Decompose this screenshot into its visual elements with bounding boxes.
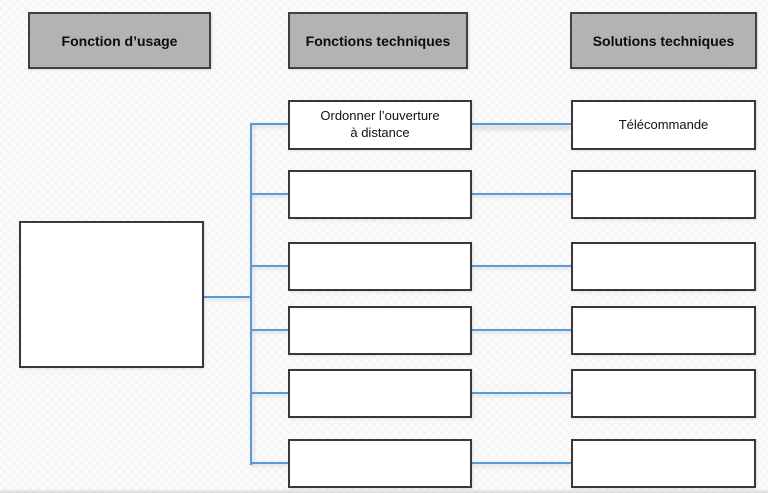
solution-connector-row-1 bbox=[472, 123, 571, 125]
usage-function-box bbox=[19, 221, 204, 368]
technical-function-box-6 bbox=[288, 439, 472, 488]
header-solutions-techniques: Solutions techniques bbox=[570, 12, 757, 69]
solution-connector-row-3 bbox=[472, 265, 571, 267]
technical-solution-box-5 bbox=[571, 369, 756, 418]
branch-connector-row-4 bbox=[250, 329, 288, 331]
solution-connector-row-5 bbox=[472, 392, 571, 394]
solution-connector-row-4 bbox=[472, 329, 571, 331]
branch-connector-row-6 bbox=[250, 462, 288, 464]
solution-connector-row-2 bbox=[472, 193, 571, 195]
technical-solution-box-4 bbox=[571, 306, 756, 355]
branch-connector-row-1 bbox=[250, 123, 288, 125]
solution-connector-row-6 bbox=[472, 462, 571, 464]
technical-solution-box-2 bbox=[571, 170, 756, 219]
technical-function-box-2 bbox=[288, 170, 472, 219]
technical-solution-box-3 bbox=[571, 242, 756, 291]
technical-function-box-4 bbox=[288, 306, 472, 355]
slide-bottom-edge bbox=[0, 489, 768, 493]
technical-solution-box-6 bbox=[571, 439, 756, 488]
technical-function-box-5 bbox=[288, 369, 472, 418]
header-fonction-usage: Fonction d’usage bbox=[28, 12, 211, 69]
branch-connector-row-5 bbox=[250, 392, 288, 394]
header-fonctions-techniques: Fonctions techniques bbox=[288, 12, 468, 69]
technical-solution-box-1: Télécommande bbox=[571, 100, 756, 150]
usage-to-trunk-connector bbox=[204, 296, 250, 298]
trunk-connector-line bbox=[250, 124, 252, 465]
technical-function-box-1: Ordonner l’ouverture à distance bbox=[288, 100, 472, 150]
branch-connector-row-2 bbox=[250, 193, 288, 195]
branch-connector-row-3 bbox=[250, 265, 288, 267]
technical-function-box-3 bbox=[288, 242, 472, 291]
